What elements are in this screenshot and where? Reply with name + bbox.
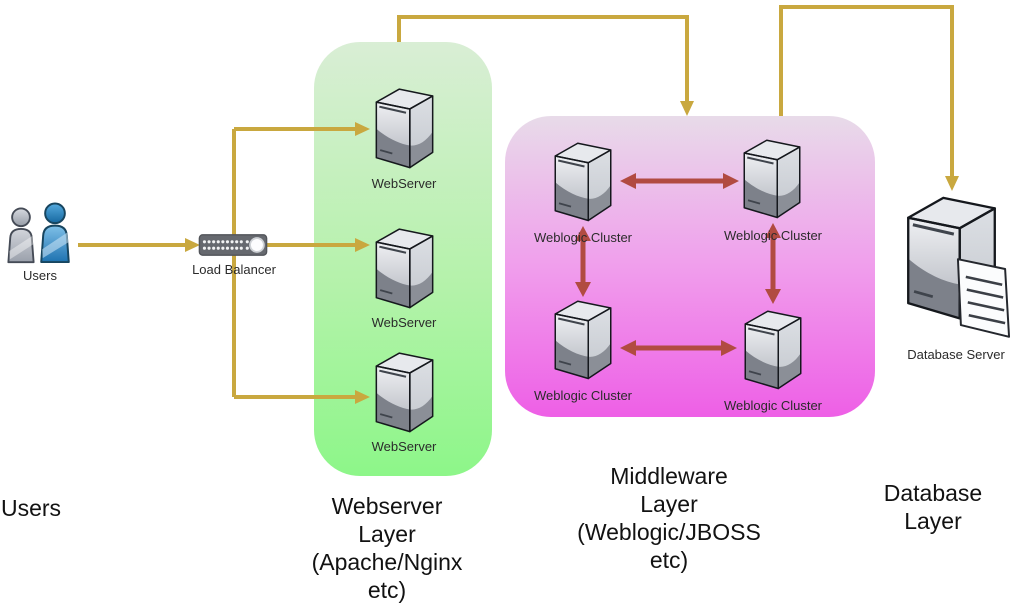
database-layer-title: Database Layer bbox=[883, 480, 983, 534]
cluster-link-left bbox=[575, 226, 591, 297]
weblogic-cluster-2-caption: Weblogic Cluster bbox=[723, 228, 823, 243]
load-balancer-icon bbox=[198, 233, 268, 257]
webserver-2-icon bbox=[375, 228, 434, 309]
weblogic-cluster-4-caption: Weblogic Cluster bbox=[723, 398, 823, 413]
flow-loadbalancer-to-webserver-3 bbox=[234, 390, 370, 404]
load-balancer-caption: Load Balancer bbox=[192, 262, 276, 277]
middleware-layer-title: Middleware Layer (Weblogic/JBOSS etc) bbox=[577, 463, 761, 573]
flow-webserver-layer-to-middleware-layer bbox=[397, 15, 694, 116]
webserver-3-caption: WebServer bbox=[371, 439, 437, 454]
flow-middleware-layer-to-database bbox=[779, 5, 959, 191]
flow-users-to-loadbalancer bbox=[78, 238, 200, 252]
webserver-1-icon bbox=[375, 88, 434, 169]
webserver-2-caption: WebServer bbox=[371, 315, 437, 330]
flow-loadbalancer-to-webserver-1 bbox=[234, 122, 370, 136]
database-server-caption: Database Server bbox=[907, 347, 1005, 362]
webserver-layer-title: Webserver Layer (Apache/Nginx etc) bbox=[311, 493, 463, 603]
weblogic-cluster-4-icon bbox=[744, 310, 802, 390]
weblogic-cluster-1-caption: Weblogic Cluster bbox=[533, 230, 633, 245]
weblogic-cluster-2-icon bbox=[743, 139, 801, 219]
weblogic-cluster-3-icon bbox=[554, 300, 612, 380]
users-caption: Users bbox=[23, 268, 57, 283]
weblogic-cluster-1-icon bbox=[554, 142, 612, 222]
flow-loadbalancer-to-webserver-2 bbox=[267, 238, 370, 252]
users-layer-title: Users bbox=[1, 495, 62, 521]
database-document-icon bbox=[956, 257, 1011, 339]
webserver-3-icon bbox=[375, 352, 434, 433]
cluster-link-bottom bbox=[620, 340, 737, 356]
cluster-link-top bbox=[620, 173, 739, 189]
cluster-link-right bbox=[765, 223, 781, 304]
weblogic-cluster-3-caption: Weblogic Cluster bbox=[533, 388, 633, 403]
users-icon bbox=[7, 202, 70, 264]
webserver-1-caption: WebServer bbox=[371, 176, 437, 191]
